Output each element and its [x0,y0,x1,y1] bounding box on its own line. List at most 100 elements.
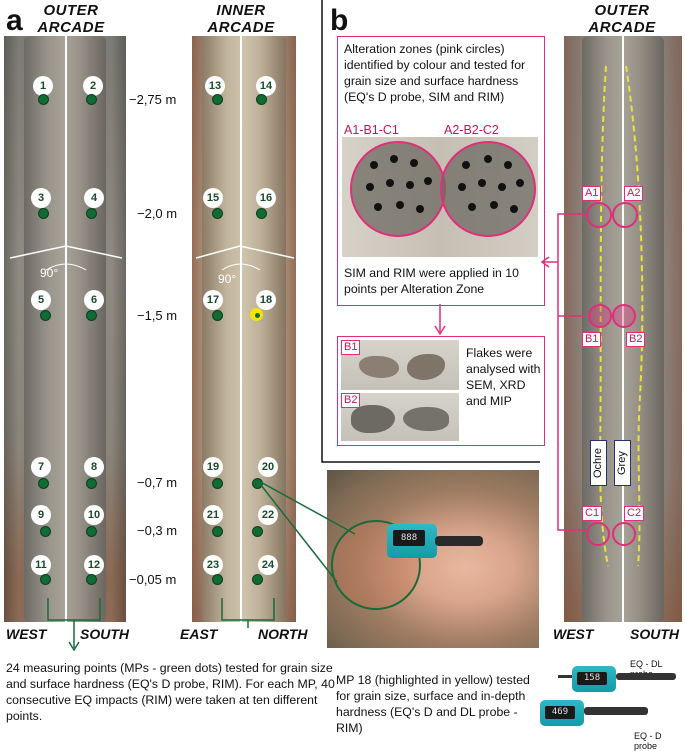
zone-b2-circle [612,304,636,328]
green-dot-9 [40,526,51,537]
zone-b1-circle [588,304,612,328]
height-label-2-0: −2,0 m [137,206,178,221]
panel-a-letter: a [6,4,23,37]
impact-dots [366,155,524,213]
green-dot-5 [40,310,51,321]
probe-d-screen: 469 [545,706,575,719]
height-label-2-75: −2,75 m [129,92,177,107]
inner-north-label: NORTH [258,626,308,642]
caption-left: 24 measuring points (MPs - green dots) t… [6,661,335,723]
alteration-info-box: Alteration zones (pink circles) identifi… [337,36,545,306]
zone-group-1-circle [350,141,446,237]
outer-b-west-label: WEST [553,626,594,642]
probe-dl-screen: 158 [577,672,607,685]
height-label-0-3: −0,3 m [137,523,178,538]
green-dot-13 [212,94,223,105]
probe-d-device: 469 [540,700,584,726]
green-dot-22 [252,526,263,537]
flake-b2-label: B2 [341,393,361,408]
probe-dl-cable [616,673,676,680]
mp-badge-18: 18 [256,290,276,310]
flake-b2-photo [341,393,459,441]
height-label-1-5: −1,5 m [137,308,178,323]
inner-arcade-photo [192,36,296,622]
outer-b-south-label: SOUTH [630,626,679,642]
flakes-text: Flakes were analysed with SEM, XRD and M… [466,346,541,408]
eq-device-screen: 888 [393,530,425,546]
outer-b-center-axis [622,36,624,622]
mp-18-highlight [250,308,263,321]
mp-device-photo: 888 [327,470,539,648]
alteration-box-top-text: Alteration zones (pink circles) identifi… [344,42,526,104]
mp-badge-8: 8 [84,457,104,477]
mp-badge-23: 23 [203,555,223,575]
mp-badge-21: 21 [203,505,223,525]
probe-dl-tip [558,675,572,678]
outer-south-label: SOUTH [80,626,129,642]
caption-mid: MP 18 (highlighted in yellow) tested for… [336,673,530,735]
mp-badge-4: 4 [84,188,104,208]
green-dot-8 [86,478,97,489]
flake-b2-piece-a [351,405,395,433]
green-dot-6 [86,310,97,321]
green-dot-15 [212,208,223,219]
flake-b1-piece-a [359,356,399,378]
height-label-0-05: −0,05 m [129,572,177,587]
zone-closeup-photo [342,137,538,257]
zone-a1-circle [586,202,612,228]
mp-badge-11: 11 [31,555,51,575]
zone-b2-label: B2 [626,332,646,347]
outer-arcade-photo [4,36,126,622]
eq-device: 888 [387,524,437,558]
zone-c2-circle [612,522,636,546]
inner-center-axis [240,36,242,622]
flake-b1-label: B1 [341,340,361,355]
inner-arcade-title: INNER ARCADE [207,2,275,36]
mp-connector-lines [256,479,356,583]
flake-b2-piece-b [403,407,449,431]
probe-d-label: EQ - D probe [634,731,662,751]
zone-c2-label: C2 [624,506,645,521]
zone-connector [540,213,586,531]
mp-badge-22: 22 [258,505,278,525]
flakes-box: B1 B2 Flakes were analysed with SEM, XRD… [337,336,545,446]
mp-badge-24: 24 [258,555,278,575]
mp-badge-2: 2 [83,76,103,96]
green-dot-3 [38,208,49,219]
green-dot-21 [212,526,223,537]
mp-badge-3: 3 [31,188,51,208]
zone-b1-label: B1 [582,332,602,347]
grey-tag: Grey [614,440,631,486]
green-dot-17 [212,310,223,321]
inner-east-label: EAST [180,626,218,642]
green-dot-10 [86,526,97,537]
green-dot-23 [212,574,223,585]
zone-a1-label: A1 [582,186,602,201]
inner-angle-label: 90° [218,272,237,286]
ochre-tag: Ochre [590,440,607,486]
alteration-box-bottom-text: SIM and RIM were applied in 10 points pe… [344,266,519,296]
green-dot-12 [86,574,97,585]
green-dot-4 [86,208,97,219]
green-dot-11 [40,574,51,585]
zone-c1-label: C1 [582,506,603,521]
inner-angle-marker [196,245,294,271]
zone-a2-circle [612,202,638,228]
box-arrow-down [434,304,446,336]
probe-d-cable [584,707,648,715]
mp-badge-14: 14 [256,76,276,96]
mp-badge-9: 9 [31,505,51,525]
zone-a2-label: A2 [624,186,644,201]
mp-badge-20: 20 [258,457,278,477]
mp-badge-13: 13 [205,76,225,96]
probe-dl-device: 158 [572,666,616,692]
green-dot-14 [256,94,267,105]
mp-badge-10: 10 [84,505,104,525]
panel-b-frame [321,0,540,463]
outer-angle-marker [10,245,122,271]
green-dot-1 [38,94,49,105]
outer-west-label: WEST [6,626,47,642]
mp-badge-7: 7 [31,457,51,477]
mp-badge-16: 16 [256,188,276,208]
green-dot-24 [252,574,263,585]
